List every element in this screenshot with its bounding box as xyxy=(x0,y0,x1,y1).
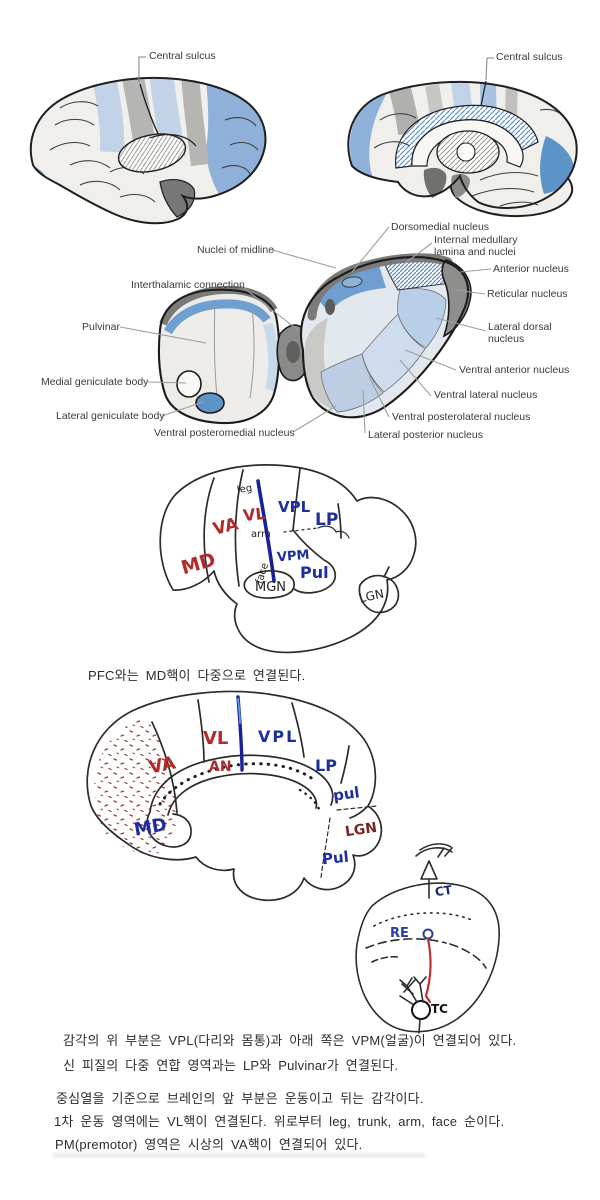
note-motor-line1: 중심열을 기준으로 브레인의 앞 부분은 운동이고 뒤는 감각이다. xyxy=(56,1091,424,1106)
label-reticular-nucleus: Reticular nucleus xyxy=(487,288,568,300)
sketch3-tc-label: TC xyxy=(431,1002,448,1016)
stippled-prefrontal-region xyxy=(94,719,177,855)
lgn-circle-sketch xyxy=(358,574,400,614)
ventral-lateral-shape xyxy=(361,313,426,393)
sketch1-pul-label: Pul xyxy=(300,563,329,582)
central-sulcus-label-lateral: Central sulcus xyxy=(149,50,216,62)
cortex-arrow-triangle xyxy=(420,860,438,880)
label-anterior-nucleus: Anterior nucleus xyxy=(493,263,569,275)
label-ventral-anterior-nucleus: Ventral anterior nucleus xyxy=(459,364,570,376)
brain-lateral-figure xyxy=(29,56,267,225)
sketch3-ct-label: CT xyxy=(434,882,453,900)
sketch1-vpl-label: VPL xyxy=(278,498,311,516)
sketch2-pul-upper-label: pul xyxy=(331,783,361,805)
brain-medial-figure xyxy=(347,57,578,218)
sketch2-lp-label: LP xyxy=(315,756,337,775)
sketch3-re-label: RE xyxy=(390,926,409,941)
temporal-fold-dark xyxy=(159,179,196,218)
label-medial-geniculate-body: Medial geniculate body xyxy=(41,376,149,388)
tc-neuron-soma xyxy=(411,1000,431,1020)
leader-central-sulcus-left xyxy=(138,56,146,82)
thalamus-leader-lines xyxy=(119,226,492,434)
reticular-anterior-crescent xyxy=(441,259,472,338)
note-sensory-line2: 신 피질의 다중 연합 영역과는 LP와 Pulvinar가 연결된다. xyxy=(63,1058,399,1073)
central-sulcus-label-medial: Central sulcus xyxy=(496,51,563,63)
sketch-lateral-thalamus xyxy=(159,464,417,654)
red-projection-line xyxy=(424,937,432,1004)
sketch1-arm-label: arm xyxy=(251,529,271,540)
label-lateral-posterior-nucleus: Lateral posterior nucleus xyxy=(368,429,483,441)
lateral-geniculate-body-shape xyxy=(195,392,225,414)
label-dorsomedial-nucleus: Dorsomedial nucleus xyxy=(391,221,490,233)
leader-central-sulcus-right xyxy=(485,57,494,81)
label-ventral-posterolateral-nucleus: Ventral posterolateral nucleus xyxy=(392,411,531,423)
thalamus-nuclei-figure xyxy=(119,226,492,434)
sketch1-vl-label: VL xyxy=(242,503,267,526)
insula-hatched-oval xyxy=(117,133,187,173)
ventral-posterolateral-shape xyxy=(320,353,384,413)
label-internal-medullary: Internal medullary lamina and nuclei xyxy=(434,234,518,259)
occipital-blue-patch xyxy=(540,136,574,194)
sketch2-an-label: AN xyxy=(209,759,232,775)
sketch1-leg-label: leg xyxy=(236,482,253,497)
label-ventral-posteromedial-nucleus: Ventral posteromedial nucleus xyxy=(154,427,295,439)
sketch1-lp-label: LP xyxy=(315,510,339,530)
sketch2-vpl-label: VPL xyxy=(258,727,299,746)
label-nuclei-of-midline: Nuclei of midline xyxy=(197,244,275,256)
mgn-oval-sketch xyxy=(243,570,295,599)
sketch-circuit xyxy=(355,843,500,1034)
sketch-medial-thalamus xyxy=(86,690,383,902)
note-sensory-line1: 감각의 위 부분은 VPL(다리와 몸통)과 아래 쪽은 VPM(얼굴)이 연결… xyxy=(63,1033,517,1048)
sketch2-vl-label: VL xyxy=(203,728,229,749)
label-lateral-dorsal-nucleus: Lateral dorsal nucleus xyxy=(488,321,552,346)
label-interthalamic-connection: Interthalamic connection xyxy=(131,279,245,291)
caption-pfc-md: PFC와는 MD핵이 다중으로 연결된다. xyxy=(88,668,306,683)
sketch2-pul-lower-label: Pul xyxy=(321,847,350,869)
medial-geniculate-body-shape xyxy=(176,370,202,398)
gyri-lines xyxy=(49,101,259,203)
sketch1-mgn-label: MGN xyxy=(255,580,287,595)
re-node-circle xyxy=(422,928,434,940)
note-motor-line2: 1차 운동 영역에는 VL핵이 연결된다. 위로부터 leg, trunk, a… xyxy=(54,1114,505,1129)
label-pulvinar: Pulvinar xyxy=(82,321,120,333)
label-ventral-lateral-nucleus: Ventral lateral nucleus xyxy=(434,389,538,401)
brainstem-dark-patch xyxy=(423,167,447,198)
note-motor-line3: PM(premotor) 영역은 시상의 VA핵이 연결되어 있다. xyxy=(55,1137,363,1152)
faded-text-remnant xyxy=(53,1153,425,1158)
ventral-anterior-shape xyxy=(397,288,447,349)
label-lateral-geniculate-body: Lateral geniculate body xyxy=(56,410,165,422)
